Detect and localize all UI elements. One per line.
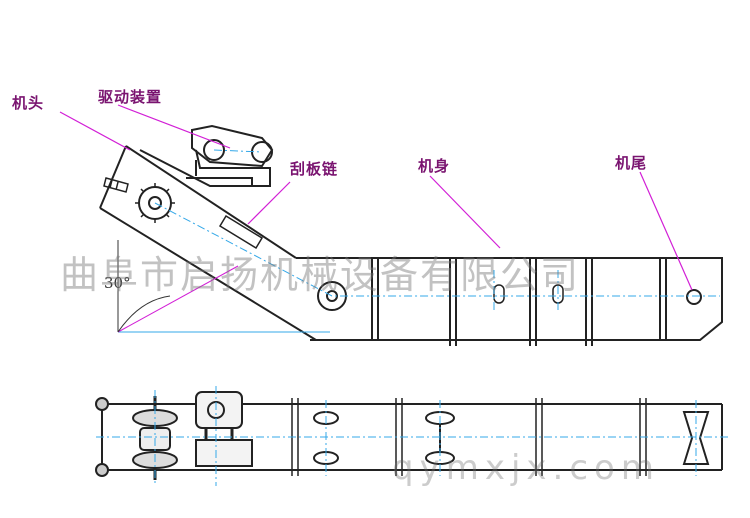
side-center-lines <box>154 149 720 312</box>
head-housing <box>99 145 271 209</box>
tail-drum <box>682 411 710 465</box>
head-sprocket-hub <box>148 196 162 210</box>
head-sprocket-teeth <box>135 183 175 223</box>
label-drive: 驱动装置 <box>98 88 163 106</box>
plan-bolt-bottom <box>95 463 109 477</box>
tail-pulley <box>686 289 702 305</box>
trough-body-outline <box>296 257 723 341</box>
head-frame <box>186 160 253 186</box>
label-tail: 机尾 <box>615 154 648 172</box>
leader-lines <box>59 104 693 291</box>
drive-chain <box>204 428 234 440</box>
plan-center-lines <box>96 386 730 486</box>
angle-label: 30° <box>104 274 131 292</box>
label-chain: 刮板链 <box>290 160 339 178</box>
drive-motor <box>195 391 243 429</box>
drive-bracket <box>191 124 274 168</box>
drive-reducer <box>195 439 253 467</box>
watermark-url: qymxjx.com <box>392 448 660 488</box>
head-incline-outline <box>99 145 317 341</box>
drive-pulley-left <box>203 139 225 161</box>
plan-bolt-top <box>95 397 109 411</box>
head-bolt <box>103 177 129 193</box>
angle-indicator <box>117 240 330 333</box>
label-head: 机头 <box>12 94 45 112</box>
head-window <box>218 214 264 250</box>
label-body: 机身 <box>418 157 451 175</box>
body-ribs <box>371 258 667 346</box>
watermark-company: 曲阜市启扬机械设备有限公司 <box>60 253 581 297</box>
side-view <box>99 124 723 346</box>
